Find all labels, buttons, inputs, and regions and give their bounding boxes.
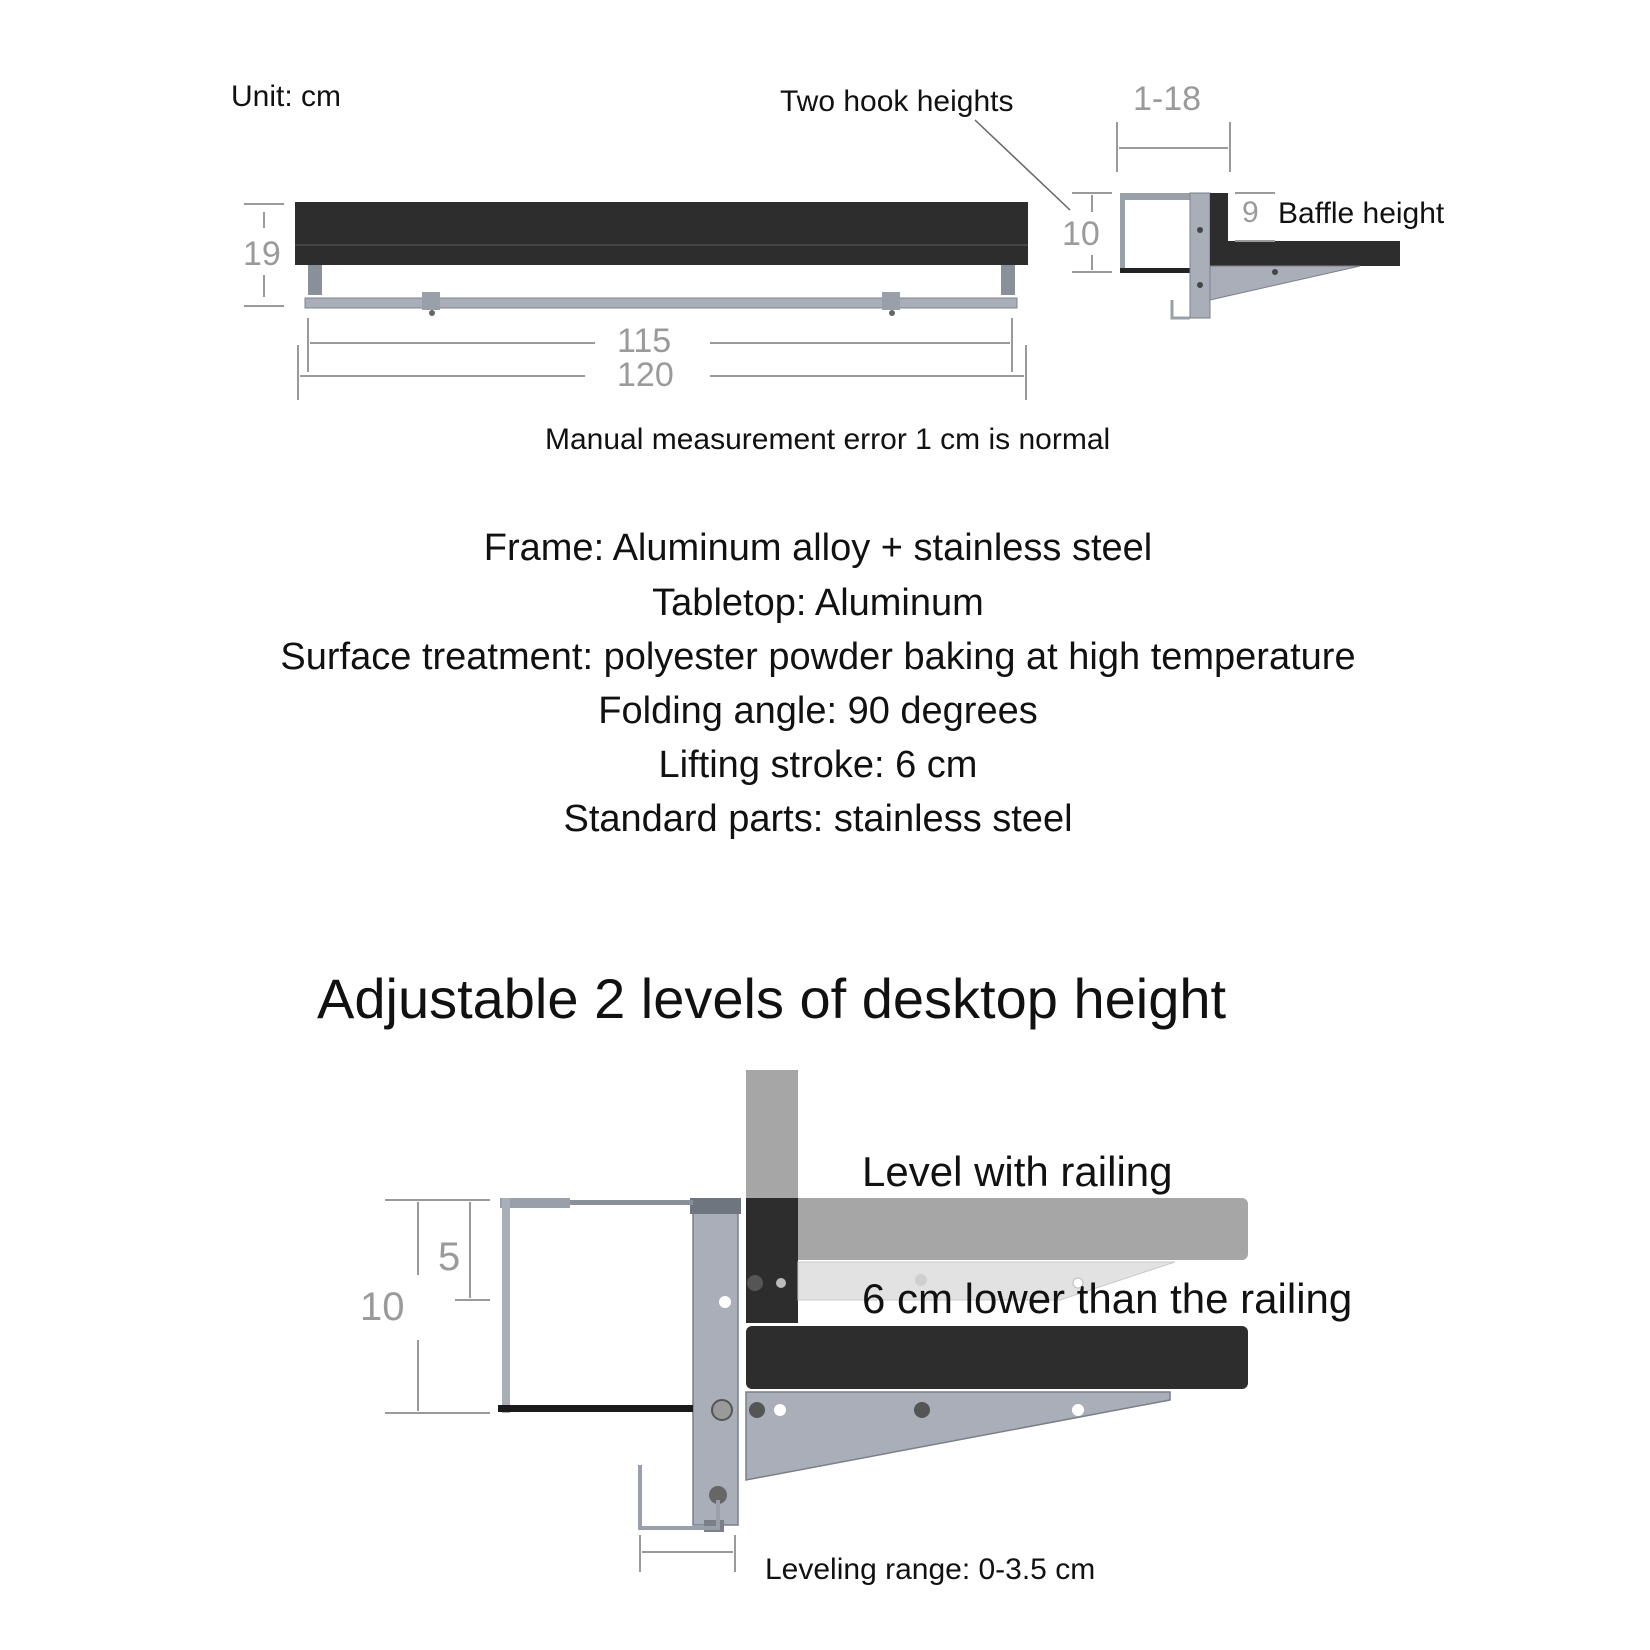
tabletop-front	[295, 202, 1028, 265]
unit-label: Unit: cm	[231, 80, 342, 113]
outer-length-dim: 120	[617, 356, 674, 394]
measurement-error-note: Manual measurement error 1 cm is normal	[545, 423, 1111, 456]
hook-dim: 10	[1062, 215, 1100, 253]
leveling-range-label: Leveling range: 0-3.5 cm	[765, 1553, 1096, 1586]
spec-surface-treatment: Surface treatment: polyester powder baki…	[280, 636, 1356, 678]
side-view-drawing	[974, 119, 1400, 320]
level-view-drawing	[385, 1070, 1248, 1572]
spec-tabletop: Tabletop: Aluminum	[652, 582, 984, 624]
height-dim-5: 5	[438, 1235, 461, 1279]
vertical-post	[692, 1199, 739, 1526]
bottom-rail	[304, 297, 1018, 309]
spec-frame: Frame: Aluminum alloy + stainless steel	[483, 527, 1153, 569]
height-dim: 19	[243, 235, 281, 273]
baffle-dim: 9	[1242, 196, 1259, 229]
level-lower-label: 6 cm lower than the railing	[862, 1275, 1353, 1322]
baffle-height-label: Baffle height	[1278, 197, 1445, 230]
spec-lifting-stroke: Lifting stroke: 6 cm	[658, 744, 978, 786]
height-dim-10: 10	[360, 1285, 405, 1329]
front-view-drawing	[244, 202, 1028, 400]
gap-range-dim: 1-18	[1133, 80, 1202, 118]
tabletop-lower	[746, 1326, 1248, 1389]
level-railing-label: Level with railing	[862, 1148, 1173, 1195]
inner-length-dim: 115	[617, 322, 672, 360]
railing-baffle-faded	[746, 1070, 798, 1200]
section-heading: Adjustable 2 levels of desktop height	[317, 967, 1227, 1030]
spec-standard-parts: Standard parts: stainless steel	[563, 798, 1073, 840]
spec-folding-angle: Folding angle: 90 degrees	[598, 690, 1038, 732]
hook-heights-label: Two hook heights	[780, 85, 1014, 118]
tabletop-level-railing	[746, 1198, 1248, 1260]
